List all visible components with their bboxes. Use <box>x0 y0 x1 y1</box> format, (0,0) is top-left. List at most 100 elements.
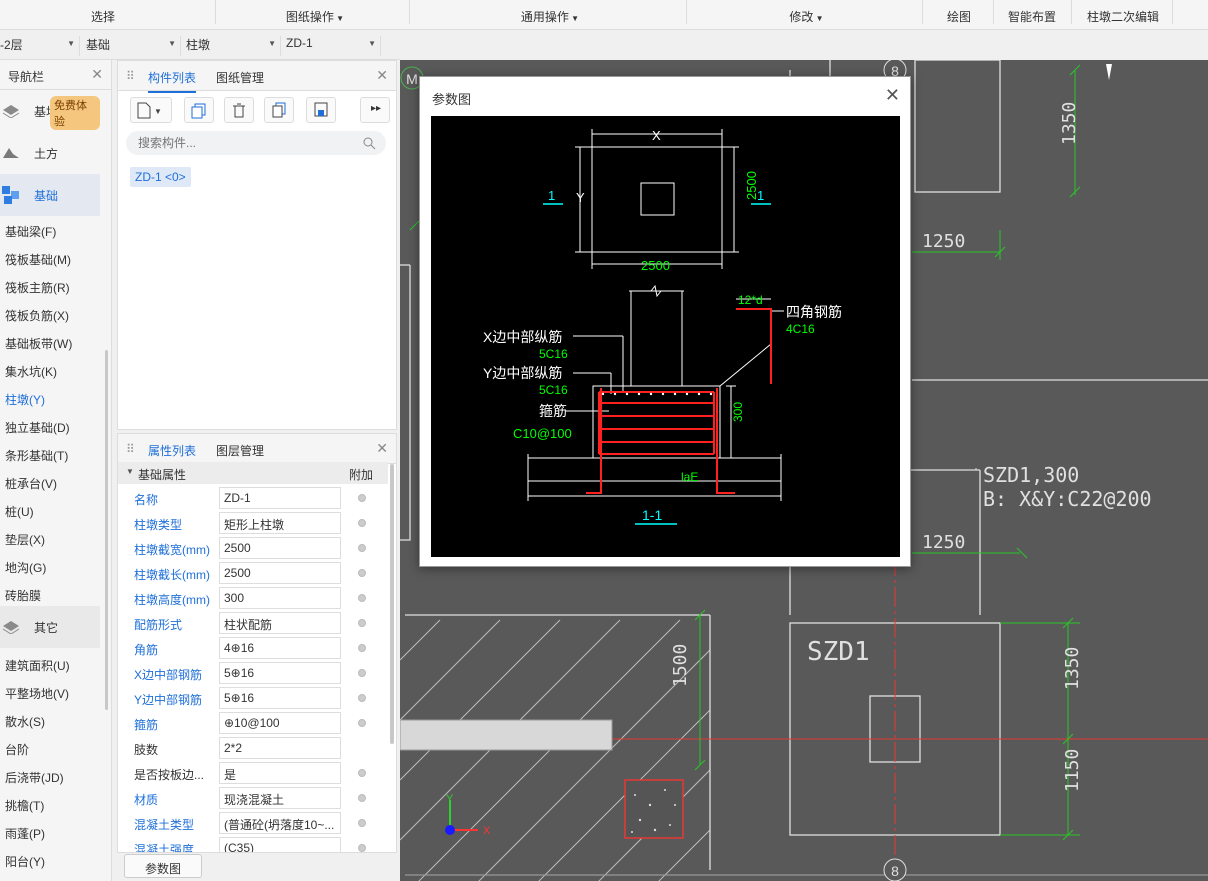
component-search-box[interactable] <box>126 131 386 155</box>
nav-item[interactable]: 基础梁(F) <box>5 225 57 239</box>
pier-edit-group[interactable]: 柱墩二次编辑 <box>1086 10 1159 24</box>
property-value-field[interactable]: 2500 <box>219 537 341 559</box>
tab-layer-management[interactable]: 图层管理 <box>216 444 265 458</box>
close-icon[interactable]: ✕ <box>376 440 388 456</box>
extra-checkbox[interactable] <box>358 719 366 727</box>
nav-item[interactable]: 集水坑(K) <box>5 365 57 379</box>
modify-group[interactable]: 修改 ▼ <box>784 8 829 25</box>
property-value-field[interactable]: 是 <box>219 762 341 784</box>
drag-handle-icon[interactable]: ⠿ <box>126 69 135 83</box>
drag-handle-icon[interactable]: ⠿ <box>126 442 135 456</box>
nav-item[interactable]: 桩承台(V) <box>5 477 57 491</box>
nav-item[interactable]: 垫层(X) <box>5 533 45 547</box>
property-value-field[interactable]: 矩形上柱墩 <box>219 512 341 534</box>
extra-checkbox[interactable] <box>358 644 366 652</box>
general-ops-group[interactable]: 通用操作 ▼ <box>515 8 585 25</box>
layer-copy-button[interactable] <box>264 97 294 123</box>
copy-button[interactable] <box>184 97 214 123</box>
new-component-button[interactable]: ▼ <box>130 97 172 123</box>
nav-category-pit-support[interactable]: 基坑支护 免费体验 <box>0 90 100 132</box>
parameter-diagram-button[interactable]: 参数图 <box>124 854 202 878</box>
property-value-field[interactable]: 2*2 <box>219 737 341 759</box>
property-value-field[interactable]: (普通砼(坍落度10~... <box>219 812 341 834</box>
drawing-ops-group[interactable]: 图纸操作 ▼ <box>280 8 350 25</box>
nav-scrollbar[interactable] <box>105 350 108 710</box>
nav-item[interactable]: 台阶 <box>5 743 30 757</box>
property-value-field[interactable]: 现浇混凝土 <box>219 787 341 809</box>
nav-item[interactable]: 阳台(Y) <box>5 855 45 869</box>
search-icon[interactable] <box>362 136 376 150</box>
free-trial-badge[interactable]: 免费体验 <box>50 96 100 130</box>
nav-item[interactable]: 平整场地(V) <box>5 687 69 701</box>
section-mark-right: 1 <box>757 188 764 203</box>
close-icon[interactable]: ✕ <box>91 66 103 82</box>
nav-item[interactable]: 后浇带(JD) <box>5 771 64 785</box>
nav-category-earthwork[interactable]: 土方 <box>0 132 100 174</box>
property-scrollbar[interactable] <box>390 464 394 744</box>
extra-checkbox[interactable] <box>358 519 366 527</box>
component-item-zd1[interactable]: ZD-1 <0> <box>130 167 191 187</box>
extra-checkbox[interactable] <box>358 569 366 577</box>
close-icon[interactable]: ✕ <box>884 85 900 105</box>
column-pier-marker[interactable] <box>624 779 684 839</box>
extra-checkbox[interactable] <box>358 769 366 777</box>
property-value-field[interactable]: (C35) <box>219 837 341 852</box>
save-template-button[interactable] <box>306 97 336 123</box>
nav-header: 导航栏 ✕ <box>0 60 111 90</box>
property-value-field[interactable]: 300 <box>219 587 341 609</box>
nav-category-foundation[interactable]: 基础 <box>0 174 100 216</box>
more-button[interactable]: ▸▸ <box>360 97 390 123</box>
extra-checkbox[interactable] <box>358 619 366 627</box>
nav-item[interactable]: 雨蓬(P) <box>5 827 45 841</box>
extra-checkbox[interactable] <box>358 694 366 702</box>
property-name: 配筋形式 <box>134 618 183 632</box>
property-value-field[interactable]: 2500 <box>219 562 341 584</box>
nav-item[interactable]: 筏板基础(M) <box>5 253 71 267</box>
tab-component-list[interactable]: 构件列表 <box>148 69 197 93</box>
nav-item[interactable]: 地沟(G) <box>5 561 47 575</box>
extra-checkbox[interactable] <box>358 669 366 677</box>
component-search-input[interactable] <box>138 134 348 152</box>
nav-item[interactable]: 筏板主筋(R) <box>5 281 70 295</box>
property-value-field[interactable]: 柱状配筋 <box>219 612 341 634</box>
nav-item[interactable]: 基础板带(W) <box>5 337 73 351</box>
collapse-icon[interactable]: ▼ <box>126 467 134 476</box>
ucs-y-label: Y <box>446 793 454 805</box>
extra-checkbox[interactable] <box>358 794 366 802</box>
cad-drawing[interactable]: 1350 1250 1250 1500 1350 1150 SZD1,300 B… <box>400 60 1208 881</box>
category-select[interactable]: 基础▼ <box>86 36 181 56</box>
extra-checkbox[interactable] <box>358 819 366 827</box>
nav-item[interactable]: 筏板负筋(X) <box>5 309 69 323</box>
property-name: 柱墩类型 <box>134 518 183 532</box>
extra-checkbox[interactable] <box>358 844 366 852</box>
component-select[interactable]: ZD-1▼ <box>286 36 381 56</box>
nav-item[interactable]: 条形基础(T) <box>5 449 69 463</box>
nav-item[interactable]: 柱墩(Y) <box>5 393 45 407</box>
nav-category-other[interactable]: 其它 <box>0 606 100 648</box>
nav-item[interactable]: 散水(S) <box>5 715 45 729</box>
extra-checkbox[interactable] <box>358 494 366 502</box>
property-value-field[interactable]: ⊕10@100 <box>219 712 341 734</box>
extra-checkbox[interactable] <box>358 544 366 552</box>
selected-element-bar[interactable] <box>400 719 613 751</box>
property-value-field[interactable]: ZD-1 <box>219 487 341 509</box>
select-group[interactable]: 选择 <box>90 10 115 24</box>
property-value-field[interactable]: 4⊕16 <box>219 637 341 659</box>
type-select[interactable]: 柱墩▼ <box>186 36 281 56</box>
smart-layout-group[interactable]: 智能布置 <box>1007 10 1056 24</box>
extra-checkbox[interactable] <box>358 594 366 602</box>
floor-select[interactable]: -2层▼ <box>0 36 80 56</box>
chevron-down-icon: ▼ <box>333 14 345 23</box>
nav-item[interactable]: 独立基础(D) <box>5 421 70 435</box>
draw-group[interactable]: 绘图 <box>946 10 971 24</box>
property-value-field[interactable]: 5⊕16 <box>219 687 341 709</box>
nav-item[interactable]: 挑檐(T) <box>5 799 45 813</box>
property-section-header[interactable]: ▼ 基础属性 附加 <box>118 462 388 484</box>
property-value-field[interactable]: 5⊕16 <box>219 662 341 684</box>
tab-drawing-management[interactable]: 图纸管理 <box>216 71 265 85</box>
nav-item[interactable]: 桩(U) <box>5 505 34 519</box>
nav-item[interactable]: 砖胎膜 <box>5 589 42 603</box>
delete-button[interactable] <box>224 97 254 123</box>
close-icon[interactable]: ✕ <box>376 67 388 83</box>
nav-item[interactable]: 建筑面积(U) <box>5 659 70 673</box>
